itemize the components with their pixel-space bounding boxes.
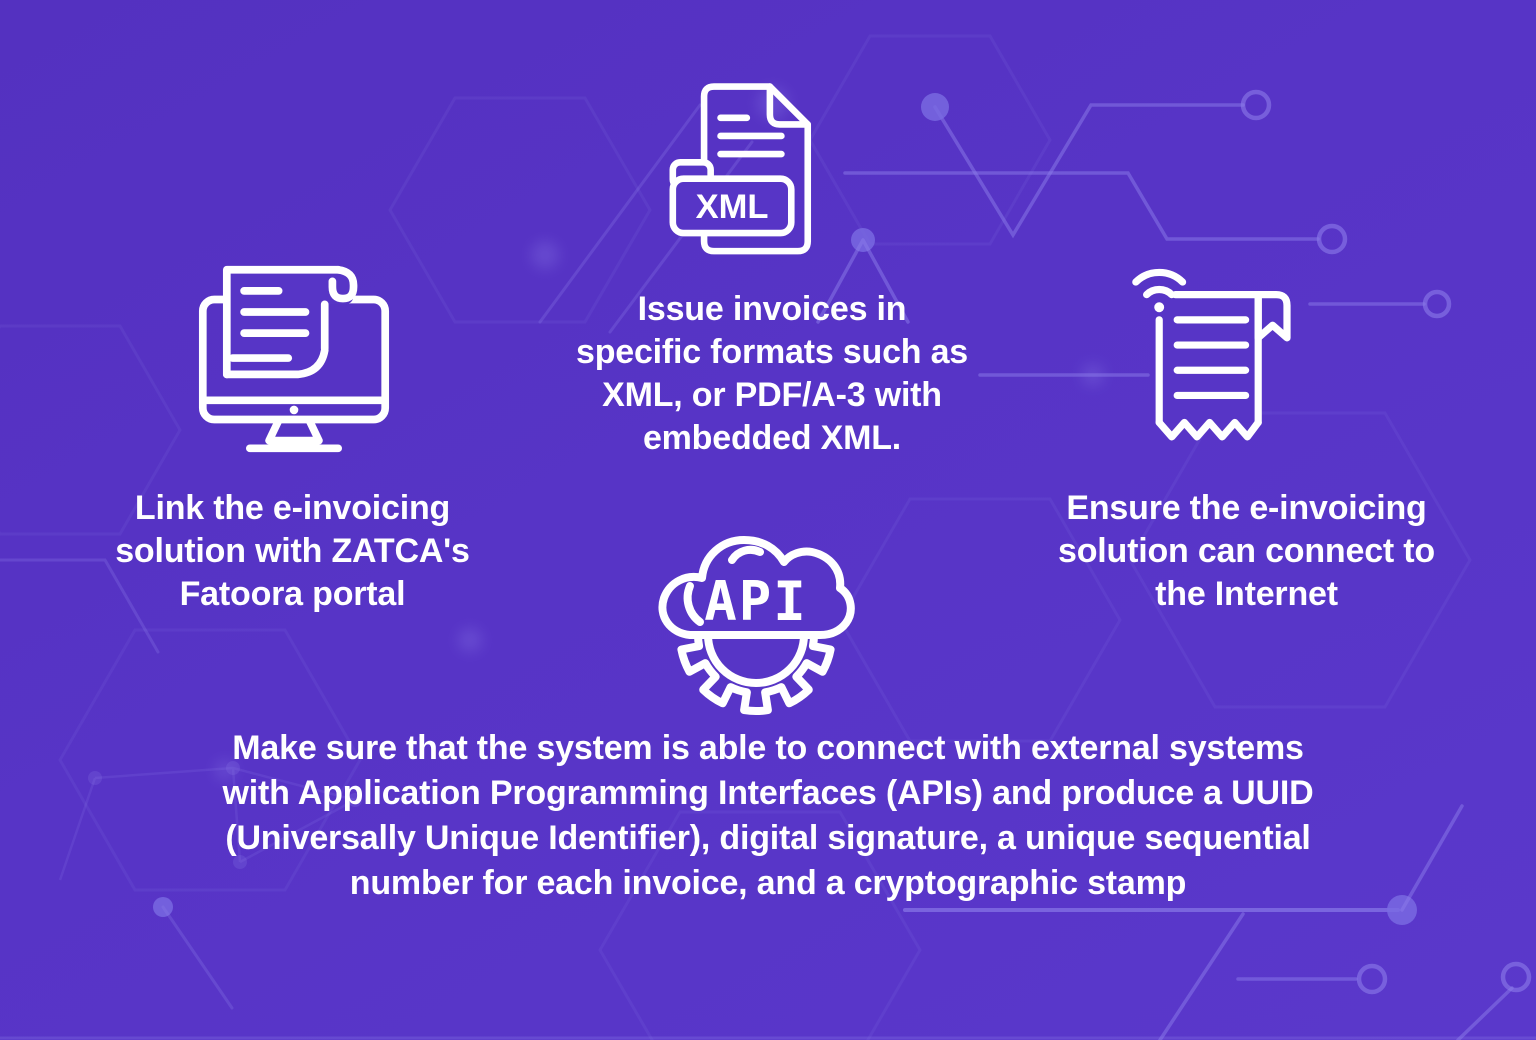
text-line: the Internet xyxy=(1155,575,1338,613)
monitor-invoice-icon xyxy=(198,265,390,453)
api-label: API xyxy=(704,570,808,633)
text-line: specific formats such as xyxy=(575,333,969,371)
section-formats-text: Issue invoices in specific formats such … xyxy=(532,288,1012,460)
text-line: Link the e-invoicing xyxy=(134,489,451,527)
receipt-wifi-icon xyxy=(1132,268,1291,441)
text-line: Ensure the e-invoicing xyxy=(1066,489,1427,527)
text-line: with Application Programming Interfaces … xyxy=(222,774,1314,812)
section-internet-text: Ensure the e-invoicing solution can conn… xyxy=(1014,487,1479,616)
section-fatoora-text: Link the e-invoicing solution with ZATCA… xyxy=(60,487,525,616)
section-api-text: Make sure that the system is able to con… xyxy=(150,726,1386,906)
text-line: XML, or PDF/A-3 with xyxy=(602,376,942,414)
text-line: solution can connect to xyxy=(1058,532,1435,570)
xml-file-icon: XML xyxy=(669,83,812,255)
api-cloud-gear-icon: API xyxy=(658,536,855,716)
text-line: (Universally Unique Identifier), digital… xyxy=(225,819,1311,857)
text-line: Issue invoices in xyxy=(637,290,907,328)
text-line: embedded XML. xyxy=(642,419,902,457)
text-line: Fatoora portal xyxy=(179,575,406,613)
text-line: number for each invoice, and a cryptogra… xyxy=(349,864,1187,902)
text-line: Make sure that the system is able to con… xyxy=(232,729,1304,767)
text-line: solution with ZATCA's xyxy=(115,532,470,570)
xml-label: XML xyxy=(696,188,769,226)
